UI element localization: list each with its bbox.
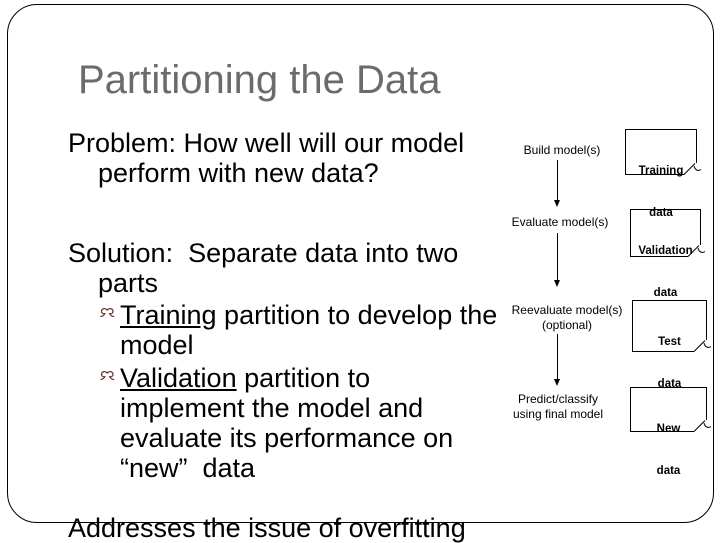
flow-step-build-model: Build model(s) xyxy=(523,143,601,157)
floral-bullet-icon xyxy=(100,370,115,383)
bullet-text: partition to develop the xyxy=(216,300,498,330)
bullet-text: partition to xyxy=(236,363,371,393)
folded-corner-note-shape xyxy=(625,129,702,175)
flow-step-line: using final model xyxy=(512,407,604,421)
slide-border-frame xyxy=(7,4,714,523)
problem-line-2: perform with new data? xyxy=(98,158,379,188)
flow-step-evaluate-model: Evaluate model(s) xyxy=(511,215,609,229)
problem-paragraph: Problem: How well will our model perform… xyxy=(68,128,513,188)
folded-corner-note-shape xyxy=(630,387,712,432)
solution-paragraph: Solution: Separate data into two parts xyxy=(68,238,513,298)
flow-step-predict-classify: Predict/classify using final model xyxy=(499,392,617,422)
note-label-line: data xyxy=(653,287,678,299)
flow-step-line: (optional) xyxy=(541,318,593,332)
bullet-validation-line-4: “new” data xyxy=(120,453,256,483)
note-label-line: Test xyxy=(658,336,681,348)
bullet-training-line-1: Training partition to develop the xyxy=(120,300,510,330)
flow-step-line: Predict/classify xyxy=(517,392,599,406)
note-label-line: data xyxy=(656,465,681,477)
footer-text: Addresses the issue of overfitting xyxy=(68,513,466,543)
flow-step-line: Reevaluate model(s) xyxy=(511,303,623,317)
bullet-training-line-2: model xyxy=(120,330,194,360)
note-label-line: Validation xyxy=(638,245,693,257)
folded-corner-note-shape xyxy=(632,300,712,352)
bullet-validation-line-1: Validation partition to xyxy=(120,363,510,393)
note-label-line: Training xyxy=(638,165,684,177)
bullet-validation-line-3: evaluate its performance on xyxy=(120,423,454,453)
new-data-box: New data xyxy=(630,387,712,477)
underlined-word: Training xyxy=(120,300,217,330)
floral-bullet-icon xyxy=(100,307,115,320)
down-arrow-icon xyxy=(554,334,560,386)
note-label: Validation data xyxy=(630,216,701,328)
underlined-word: Validation xyxy=(120,363,237,393)
test-data-box: Test data xyxy=(632,300,712,390)
solution-line-1: Solution: Separate data into two xyxy=(68,238,459,268)
down-arrow-icon xyxy=(554,160,560,207)
flow-step-reevaluate-model: Reevaluate model(s) (optional) xyxy=(500,303,634,333)
down-arrow-icon xyxy=(554,233,560,287)
problem-line-1: Problem: How well will our model xyxy=(68,128,465,158)
note-label-line: New xyxy=(656,423,681,435)
training-data-box: Training data xyxy=(625,129,702,219)
bullet-item-training: Training partition to develop the model xyxy=(100,300,510,360)
solution-line-2: parts xyxy=(98,268,159,298)
folded-corner-note-shape xyxy=(630,209,706,257)
bullet-item-validation: Validation partition to implement the mo… xyxy=(100,363,510,483)
validation-data-box: Validation data xyxy=(630,209,706,299)
bullet-validation-line-2: implement the model and xyxy=(120,393,424,423)
note-label: New data xyxy=(630,394,707,506)
slide-title: Partitioning the Data xyxy=(78,58,441,102)
